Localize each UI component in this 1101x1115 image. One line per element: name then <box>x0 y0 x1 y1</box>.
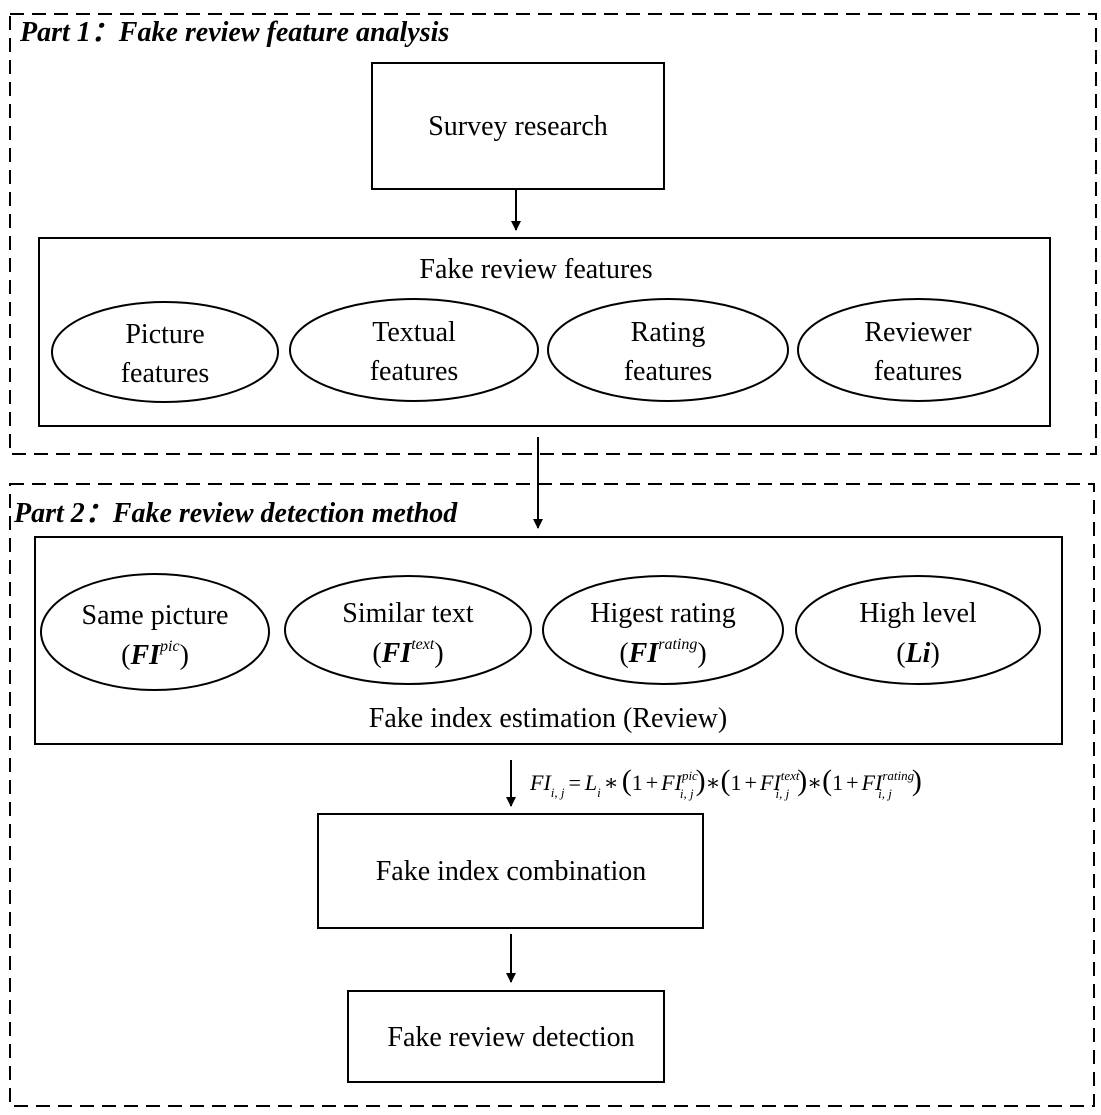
fi-text-sup: text <box>411 636 435 653</box>
index-high-level-line2: (Li) <box>896 638 940 669</box>
fake-review-features-title: Fake review features <box>419 254 652 285</box>
feature-reviewer-line2: features <box>874 356 963 387</box>
feature-textual-ellipse <box>289 298 539 402</box>
feature-rating-ellipse <box>547 298 789 402</box>
index-highest-rating-ellipse <box>542 575 784 685</box>
index-similar-text-line1: Similar text <box>342 598 474 629</box>
index-similar-text-ellipse <box>284 575 532 685</box>
index-high-level: High level (Li) <box>795 575 1041 685</box>
index-highest-rating-line1: Higest rating <box>590 598 735 629</box>
index-high-level-ellipse <box>795 575 1041 685</box>
fi-rating-sup: rating <box>658 636 697 653</box>
feature-picture-line1: Picture <box>125 319 204 350</box>
feature-picture: Picture features <box>51 301 279 403</box>
fake-index-combination-box <box>317 813 704 929</box>
fake-review-detection-box <box>347 990 665 1083</box>
index-similar-text-line2: (FItext) <box>372 636 443 669</box>
feature-textual-line2: features <box>370 356 459 387</box>
feature-reviewer-line1: Reviewer <box>864 317 972 348</box>
feature-reviewer-ellipse <box>797 298 1039 402</box>
fi-pic-sup: pic <box>159 638 180 655</box>
fake-index-estimation-title: Fake index estimation (Review) <box>369 703 727 734</box>
index-same-picture: Same picture (FIpic) <box>40 573 270 691</box>
feature-reviewer: Reviewer features <box>797 298 1039 402</box>
part1-title: Part 1：Fake review feature analysis <box>19 17 449 48</box>
index-same-picture-line2: (FIpic) <box>121 638 189 671</box>
feature-rating-line2: features <box>624 356 713 387</box>
survey-research-label: Survey research <box>428 111 608 142</box>
part2-title: Part 2：Fake review detection method <box>13 498 458 529</box>
index-highest-rating: Higest rating (FIrating) <box>542 575 784 685</box>
fi-text-symbol: FI <box>381 638 413 669</box>
index-same-picture-line1: Same picture <box>82 600 229 631</box>
feature-rating-line1: Rating <box>631 317 706 348</box>
fi-rating-symbol: FI <box>628 638 660 669</box>
index-high-level-line1: High level <box>859 598 977 629</box>
feature-picture-line2: features <box>121 358 210 389</box>
part2-frame <box>9 483 1095 1107</box>
index-highest-rating-line2: (FIrating) <box>619 636 706 669</box>
fi-pic-symbol: FI <box>129 640 161 671</box>
part1-frame <box>9 13 1097 455</box>
feature-textual: Textual features <box>289 298 539 402</box>
index-same-picture-ellipse <box>40 573 270 691</box>
feature-rating: Rating features <box>547 298 789 402</box>
index-similar-text: Similar text (FItext) <box>284 575 532 685</box>
survey-research-box <box>371 62 665 190</box>
feature-picture-ellipse <box>51 301 279 403</box>
fake-review-detection-label: Fake review detection <box>387 1022 634 1053</box>
feature-textual-line1: Textual <box>372 317 456 348</box>
li-symbol: Li <box>905 638 931 669</box>
fake-index-combination-label: Fake index combination <box>376 856 647 887</box>
